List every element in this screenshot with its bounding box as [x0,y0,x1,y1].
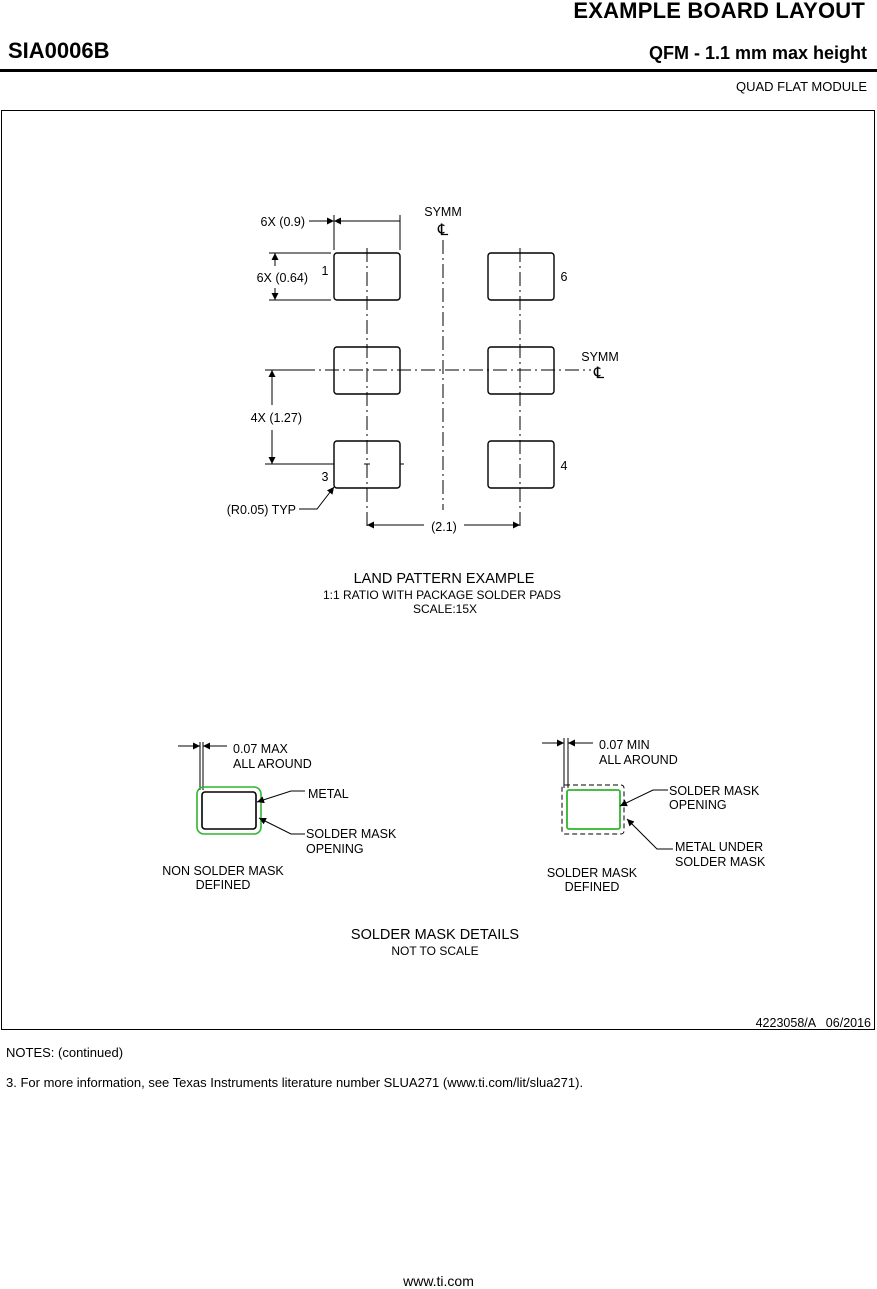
smd-around: ALL AROUND [599,753,678,767]
header-rule [0,69,877,72]
nsmd-mask-opening [196,786,262,835]
document-id: SIA0006B [8,38,110,63]
nsmd-detail [178,742,305,835]
drawing-frame: 6X (0.9) 6X (0.64) 4X (1.27) (2.1) (R0.0… [1,110,875,1030]
dim-height-label: 6X (0.64) [257,271,308,285]
nsmd-opening-leader [258,817,305,835]
dim-pitch-label: 4X (1.27) [251,411,302,425]
nsmd-around: ALL AROUND [233,757,312,771]
drawing-reference: 4223058/A 06/2016 [756,1016,871,1029]
land-pattern-example [265,215,591,530]
pin-4-label: 4 [561,459,568,473]
mask-details-caption: SOLDER MASK DETAILS NOT TO SCALE [351,927,519,958]
nsmd-metal-label: METAL [308,787,349,801]
footer-website: www.ti.com [403,1273,474,1289]
land-pattern-labels: 6X (0.9) 6X (0.64) 4X (1.27) (2.1) (R0.0… [227,205,619,616]
pin-6-label: 6 [561,270,568,284]
nsmd-clearance: 0.07 MAX [233,742,289,756]
smd-detail [542,738,673,850]
smd-opening-label-1: SOLDER MASK [669,784,760,798]
pad-6 [487,252,555,301]
pad-2 [333,346,401,395]
nsmd-labels: 0.07 MAX ALL AROUND METAL SOLDER MASK OP… [162,742,397,892]
pad-1 [333,252,401,301]
nsmd-opening-label-2: OPENING [306,842,364,856]
smd-caption-2: DEFINED [565,880,620,894]
symm-label-horizontal: SYMM [581,350,619,364]
package-subtitle: QUAD FLAT MODULE [736,79,867,94]
nsmd-metal-pad [201,791,257,830]
notes-heading: NOTES: (continued) [6,1045,124,1060]
nsmd-metal-leader [256,790,305,804]
nsmd-opening-label-1: SOLDER MASK [306,827,397,841]
smd-metal-under-mask [561,784,625,835]
smd-metal-leader [626,818,673,850]
mask-caption-sub: NOT TO SCALE [391,944,478,958]
symm-label-vertical: SYMM [424,205,462,219]
smd-opening-leader [619,789,668,807]
pad-4 [487,440,555,489]
page-title: EXAMPLE BOARD LAYOUT [573,0,865,23]
pin-1-label: 1 [322,264,329,278]
smd-mask-opening [566,789,621,830]
land-caption-title: LAND PATTERN EXAMPLE [354,571,535,587]
dim-span-label: (2.1) [431,520,457,534]
nsmd-caption-1: NON SOLDER MASK [162,864,284,878]
smd-clearance: 0.07 MIN [599,738,650,752]
smd-opening-label-2: OPENING [669,798,727,812]
symm-symbol-vertical: ℄ [437,222,449,239]
smd-metal-label-2: SOLDER MASK [675,855,766,869]
pin-3-label: 3 [322,470,329,484]
radius-label: (R0.05) TYP [227,503,296,517]
dim-width-label: 6X (0.9) [261,215,305,229]
radius-leader [299,486,335,510]
smd-caption-1: SOLDER MASK [547,866,638,880]
drawing-canvas: 6X (0.9) 6X (0.64) 4X (1.27) (2.1) (R0.0… [162,205,871,1029]
nsmd-caption-2: DEFINED [196,878,251,892]
symm-symbol-horizontal: ℄ [593,365,605,382]
land-caption-ratio: 1:1 RATIO WITH PACKAGE SOLDER PADS [323,588,561,602]
pad-5 [487,346,555,395]
note-3: 3. For more information, see Texas Instr… [6,1075,584,1090]
land-caption-scale: SCALE:15X [413,602,477,616]
smd-metal-label-1: METAL UNDER [675,840,763,854]
smd-labels: 0.07 MIN ALL AROUND SOLDER MASK OPENING … [547,738,766,894]
mask-caption-title: SOLDER MASK DETAILS [351,927,519,943]
package-description: QFM - 1.1 mm max height [648,43,867,63]
